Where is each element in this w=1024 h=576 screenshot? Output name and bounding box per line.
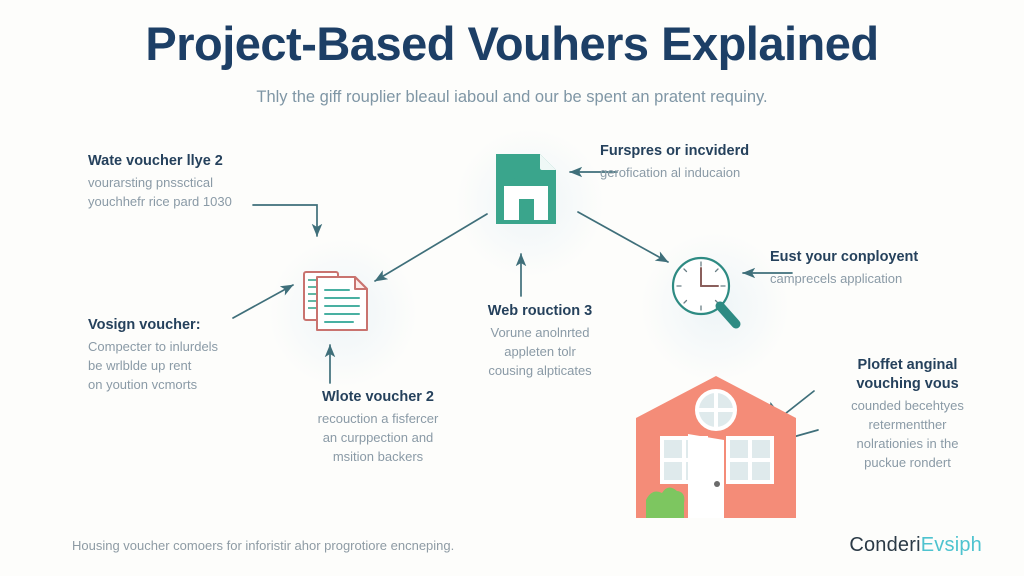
callout-line: gerofication al inducaion [600, 165, 741, 181]
callout-top-right-title: Furspres or incviderd [600, 143, 750, 159]
callout-top-right: Furspres or incviderd gerofication al in… [600, 142, 840, 183]
callout-line: counded becehtyes [851, 398, 964, 414]
page-title: Project-Based Vouhers Explained [145, 17, 879, 70]
callout-mid-left-body: Compecter to inlurdels be wrlblde up ren… [88, 338, 318, 395]
brand-logo: ConderiEvsiph [849, 534, 982, 557]
callout-line: msition backers [332, 448, 424, 464]
brand-part-two: Evsiph [920, 534, 982, 556]
callout-line: Compecter to inlurdels [88, 339, 219, 355]
house-illustration [632, 372, 800, 520]
callout-line: nolrationies in the [856, 435, 959, 451]
link-midleft-to-doc [232, 284, 294, 319]
callout-center-title: Web rouction 3 [487, 303, 593, 319]
callout-title-line: vouching vous [856, 376, 959, 393]
callout-line: vourarsting pnssctical [88, 175, 213, 191]
callout-line: an curppection and [322, 429, 434, 445]
footer-note: Housing voucher comoers for inforistir a… [72, 538, 455, 553]
brand-part-one: Conderi [849, 534, 921, 556]
callout-line: recouction a fisfercer [317, 411, 439, 427]
callout-top-right-body: gerofication al inducaion [600, 164, 840, 183]
callout-bottom-right-title: Ploffet anginal vouching vous [800, 356, 1015, 394]
callout-center-body: Vorune anolnrted appleten tolr cousing a… [440, 324, 640, 381]
callout-bottom-right-body: counded becehtyes retermentther nolratio… [800, 397, 1015, 472]
page-subtitle: Thly the giff rouplier bleaul iaboul and… [256, 88, 768, 106]
callout-line: cousing alpticates [488, 362, 592, 378]
callout-title-line: Ploffet anginal [857, 357, 958, 373]
callout-top-left-body: vourarsting pnssctical youchhefr rice pa… [88, 174, 318, 212]
callout-center: Web rouction 3 Vorune anolnrted appleten… [440, 302, 640, 381]
callout-line: retermentther [868, 417, 947, 433]
callout-top-left-title: Wate voucher llye 2 [88, 153, 223, 169]
callout-line: be wrlblde up rent [88, 357, 192, 373]
document-stack-icon [303, 268, 371, 336]
callout-bottom-center-body: recouction a fisfercer an curppection an… [248, 410, 508, 467]
callout-line: puckue rondert [864, 454, 951, 470]
callout-line: on yoution vcmorts [88, 376, 198, 392]
document-house-icon [492, 150, 560, 228]
callout-bottom-center: Wlote voucher 2 recouction a fisfercer a… [248, 388, 508, 467]
callout-mid-left: Vosign voucher: Compecter to inlurdels b… [88, 316, 318, 395]
callout-top-left: Wate voucher llye 2 vourarsting pnssctic… [88, 152, 318, 212]
callout-mid-left-title: Vosign voucher: [88, 317, 201, 333]
callout-bottom-center-title: Wlote voucher 2 [322, 389, 434, 405]
link-center-to-doc [374, 213, 488, 282]
callout-mid-right-title: Eust your conployent [770, 249, 919, 265]
callout-bottom-right: Ploffet anginal vouching vous counded be… [800, 356, 1015, 473]
clock-magnifier-icon [668, 252, 746, 334]
callout-line: youchhefr rice pard 1030 [88, 193, 232, 209]
link-center-to-clock [577, 211, 669, 263]
callout-line: Vorune anolnrted [490, 325, 590, 341]
callout-line: appleten tolr [504, 343, 576, 359]
callout-mid-right: Eust your conployent camprecels applicat… [770, 248, 1020, 289]
callout-mid-right-body: camprecels application [770, 270, 1020, 289]
callout-line: camprecels application [770, 271, 903, 287]
